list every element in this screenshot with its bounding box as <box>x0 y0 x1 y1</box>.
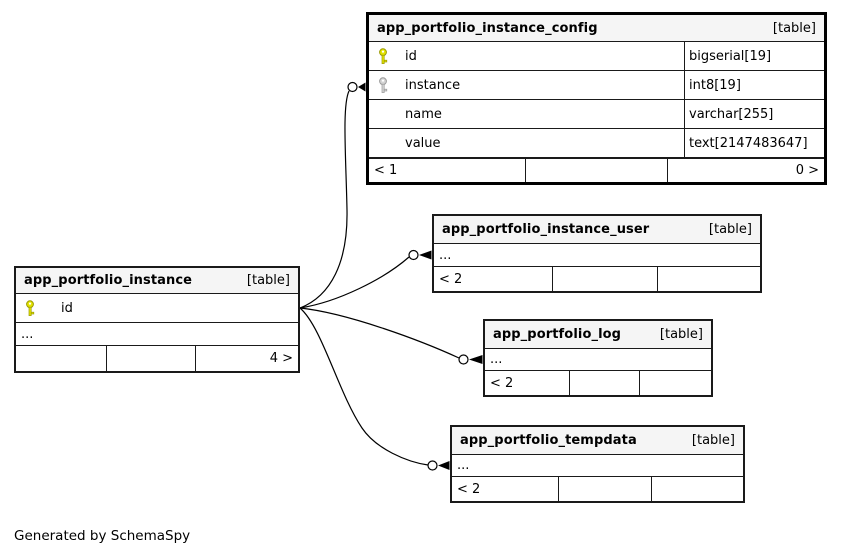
footer-spacer <box>553 267 658 291</box>
table-header: app_portfolio_instance_user [table] <box>434 216 760 244</box>
table-footer: < 2 <box>485 371 711 395</box>
column-name: value <box>405 135 441 151</box>
footer-parents-count: < 2 <box>452 477 559 501</box>
hidden-columns-ellipsis: ... <box>16 323 298 346</box>
footer-parents-count: < 1 <box>369 159 526 182</box>
table-name[interactable]: app_portfolio_tempdata <box>460 433 637 448</box>
table-type-badge: [table] <box>246 273 290 288</box>
table-header: app_portfolio_instance [table] <box>16 268 298 294</box>
footer-parents-count: < 2 <box>434 267 553 291</box>
hidden-columns-ellipsis: ... <box>485 349 711 371</box>
table-footer: < 1 0 > <box>369 158 824 182</box>
table-footer: 4 > <box>16 346 298 371</box>
footer-spacer <box>559 477 652 501</box>
table-type-badge: [table] <box>691 433 735 448</box>
table-app-portfolio-log[interactable]: app_portfolio_log [table] ... < 2 <box>483 319 713 397</box>
column-name: id <box>405 48 417 64</box>
table-name[interactable]: app_portfolio_log <box>493 327 622 342</box>
connector-instance-to-config <box>299 81 366 309</box>
table-app-portfolio-tempdata[interactable]: app_portfolio_tempdata [table] ... < 2 <box>450 425 745 503</box>
hidden-columns-ellipsis: ... <box>452 455 743 477</box>
footer-spacer <box>16 346 107 371</box>
column-name: name <box>405 106 442 122</box>
table-header: app_portfolio_instance_config [table] <box>369 15 824 42</box>
table-footer: < 2 <box>434 267 760 291</box>
table-header: app_portfolio_log [table] <box>485 321 711 349</box>
column-row-instance: instance int8[19] <box>369 71 824 100</box>
footer-spacer <box>526 159 668 182</box>
table-name[interactable]: app_portfolio_instance_user <box>442 222 650 237</box>
footer-spacer <box>658 267 760 291</box>
column-type: varchar[255] <box>684 100 824 128</box>
column-name: id <box>61 300 73 316</box>
table-footer: < 2 <box>452 477 743 501</box>
generated-by-label: Generated by SchemaSpy <box>14 528 191 544</box>
column-row-id: id bigserial[19] <box>369 42 824 71</box>
table-app-portfolio-instance-config[interactable]: app_portfolio_instance_config [table] id… <box>366 12 827 185</box>
connector-instance-to-user <box>299 249 432 309</box>
footer-children-count: 4 > <box>269 351 293 366</box>
table-type-badge: [table] <box>708 222 752 237</box>
table-name[interactable]: app_portfolio_instance_config <box>377 20 598 36</box>
footer-spacer <box>652 477 743 501</box>
table-name[interactable]: app_portfolio_instance <box>24 273 193 288</box>
column-name: instance <box>405 77 461 93</box>
footer-spacer <box>570 371 640 395</box>
primary-key-icon <box>16 299 47 317</box>
table-header: app_portfolio_tempdata [table] <box>452 427 743 455</box>
footer-children-count: 0 > <box>795 163 819 178</box>
column-type: bigserial[19] <box>684 42 824 70</box>
table-app-portfolio-instance-user[interactable]: app_portfolio_instance_user [table] ... … <box>432 214 762 293</box>
primary-key-icon <box>369 47 400 65</box>
table-type-badge: [table] <box>659 327 703 342</box>
footer-spacer <box>107 346 196 371</box>
column-type: int8[19] <box>684 71 824 99</box>
connector-instance-to-log <box>299 307 483 365</box>
hidden-columns-ellipsis: ... <box>434 244 760 267</box>
column-row-name: name varchar[255] <box>369 100 824 129</box>
column-row-id: id <box>16 294 298 323</box>
connector-instance-to-tempdata <box>299 307 450 471</box>
footer-spacer <box>640 371 711 395</box>
foreign-key-icon <box>369 76 400 94</box>
column-row-value: value text[2147483647] <box>369 129 824 158</box>
table-app-portfolio-instance[interactable]: app_portfolio_instance [table] id ... 4 … <box>14 266 300 373</box>
column-type: text[2147483647] <box>684 129 824 157</box>
footer-parents-count: < 2 <box>485 371 570 395</box>
table-type-badge: [table] <box>772 20 816 36</box>
